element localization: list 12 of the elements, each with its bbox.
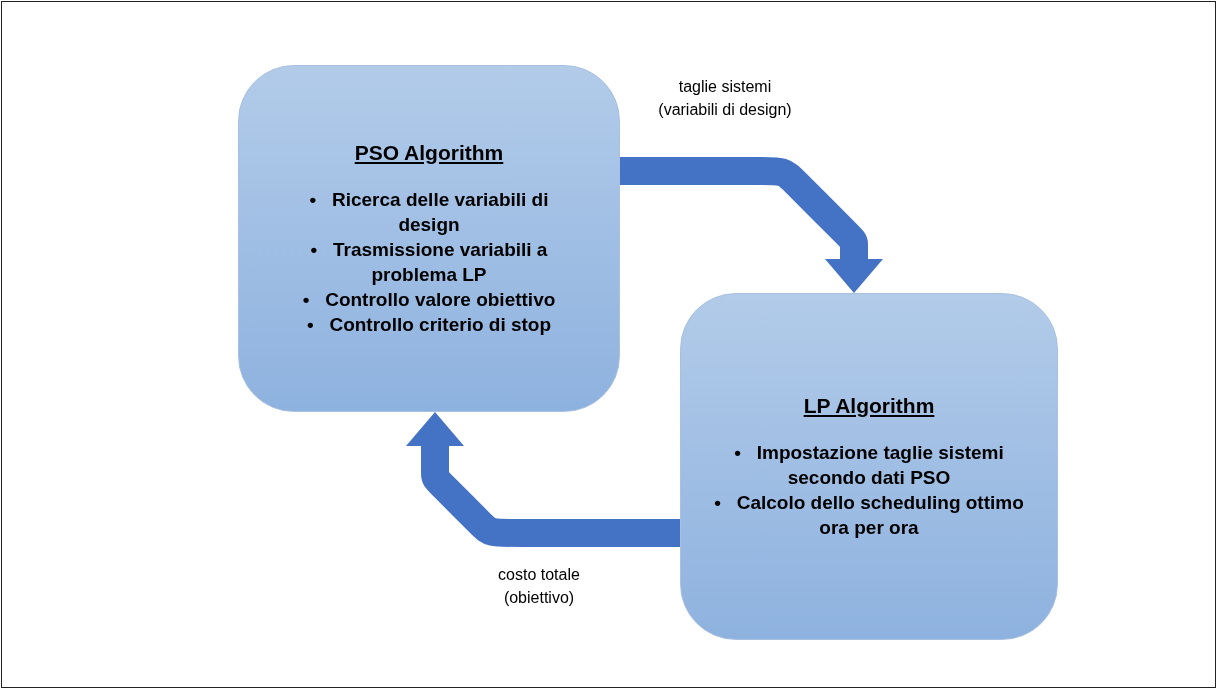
block-arrow bbox=[620, 157, 883, 293]
bullet-text: • Calcolo dello scheduling ottimo ora per ora bbox=[713, 490, 1025, 540]
bullet-text: • Impostazione taglie sistemi secondo dati PSO bbox=[733, 440, 1005, 490]
rounded-box bbox=[238, 65, 620, 412]
bullet-text: • Trasmissione variabili a problema LP bbox=[309, 237, 549, 287]
rounded-box bbox=[680, 293, 1058, 640]
box-heading: PSO Algorithm bbox=[354, 140, 504, 165]
bullet-text: • Controllo valore obiettivo bbox=[301, 287, 557, 312]
box-heading: LP Algorithm bbox=[803, 393, 935, 418]
bullet-text: • Ricerca delle variabili di design bbox=[308, 187, 550, 237]
block-arrow bbox=[406, 412, 680, 547]
bullet-text: • Controllo criterio di stop bbox=[305, 312, 553, 337]
